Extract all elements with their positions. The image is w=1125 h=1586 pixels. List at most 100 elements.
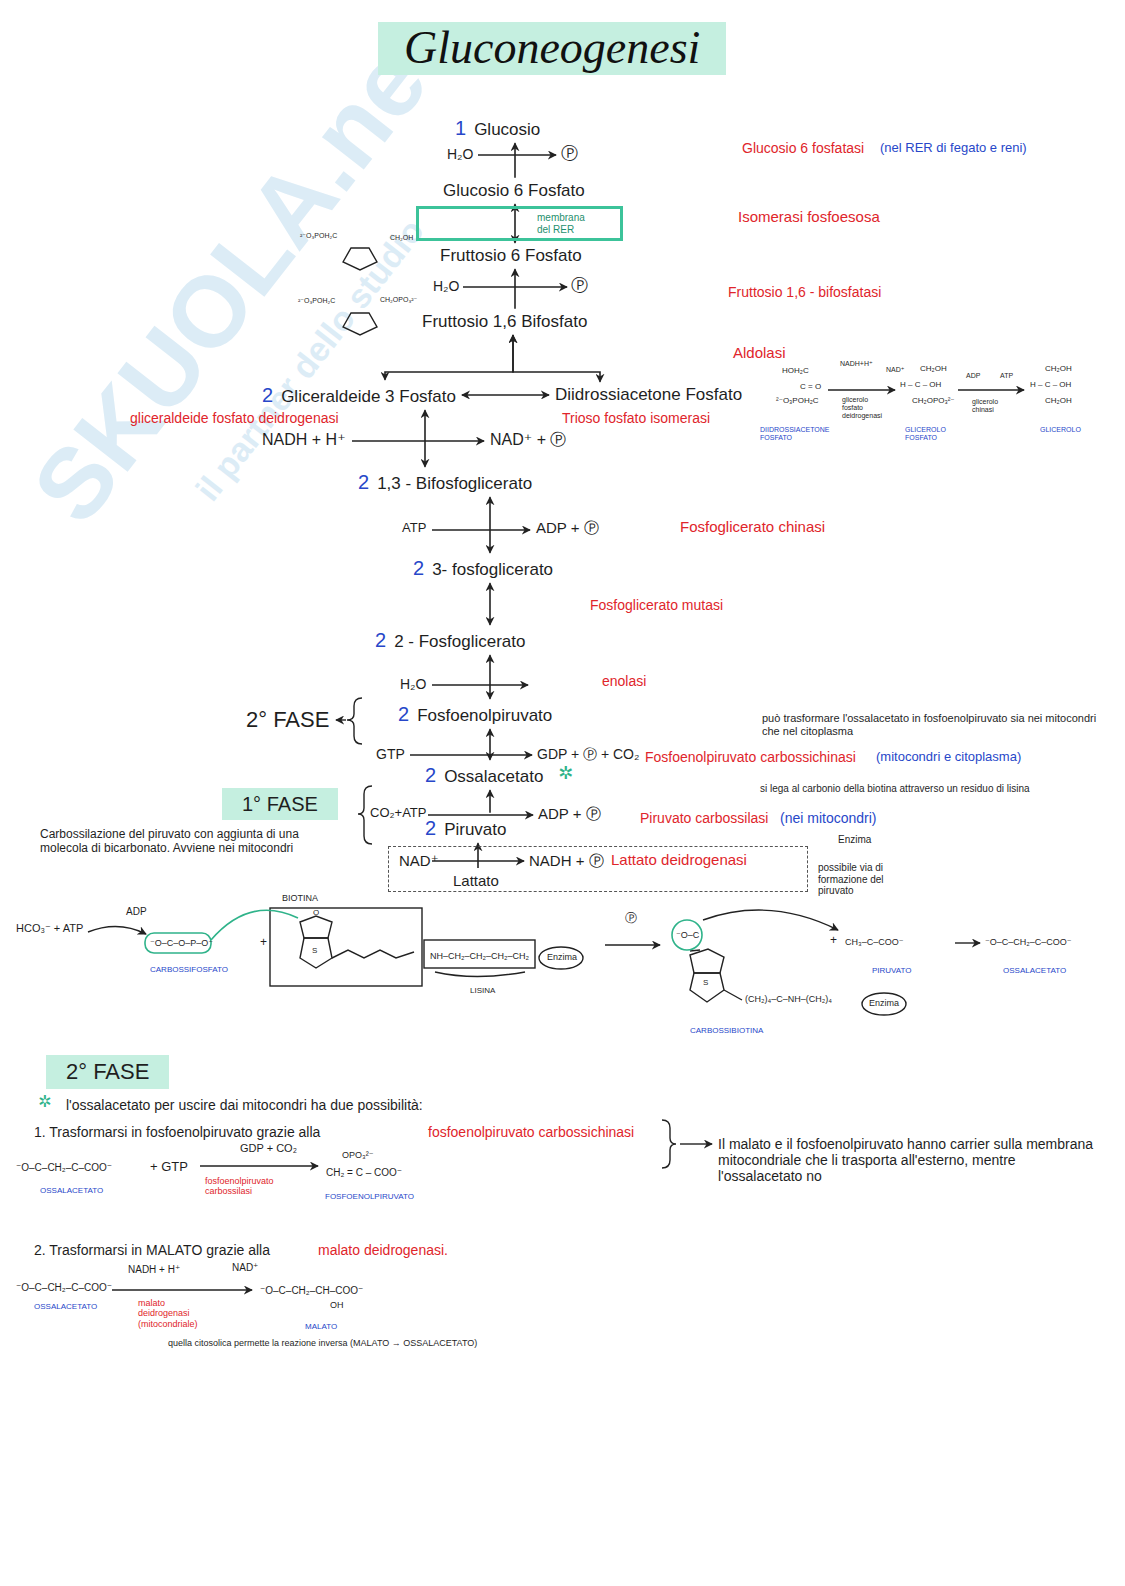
metabolite: 2Gliceraldeide 3 Fosfato (262, 383, 456, 407)
enzyme-name: malato deidrogenasi. (318, 1242, 448, 1258)
chemical-formula: ⁻O–C–CH₂–C–COO⁻ (985, 937, 1072, 947)
chemical-formula: ⁻O–C (676, 930, 699, 940)
chemical-formula: ⁻O–C–CH₂–C–COO⁻ (16, 1162, 112, 1174)
metabolite: 2Ossalacetato (425, 763, 543, 787)
step-count: 2 (413, 557, 424, 579)
chemical-formula: S (312, 946, 317, 955)
molecule-label: OSSALACETATO (40, 1186, 103, 1195)
chemical-formula: CH₂OH (1045, 396, 1072, 405)
step-count: 1 (455, 117, 466, 139)
reaction-arrow (352, 440, 484, 441)
chemical-formula: CH₃–C–COO⁻ (845, 937, 903, 947)
chemical-formula: CH₂ = C – COO⁻ (326, 1167, 402, 1179)
side-note: quella citosolica permette la reazione i… (168, 1338, 477, 1348)
asterisk-mark: ✲ (38, 1093, 51, 1111)
phase-label: 1° FASE (242, 793, 318, 815)
lysine-bracket (435, 972, 525, 977)
side-note: possibile via di formazione del piruvato (818, 862, 894, 897)
metabolite: 2Piruvato (425, 816, 507, 840)
molecule-label: DIIDROSSIACETONE FOSFATO (760, 426, 835, 442)
carboxyl-highlight (672, 920, 702, 950)
phosphate-symbol: Ⓟ (625, 912, 637, 926)
annotation: (nei mitocondri) (780, 810, 876, 826)
transfer-arrow (703, 910, 838, 930)
metabolite-name: 3- fosfoglicerato (432, 560, 553, 579)
reagent: ATP (1000, 372, 1013, 380)
enzyme-name: gliceraldeide fosfato deidrogenasi (130, 410, 339, 426)
bond-line (724, 990, 742, 1000)
side-note: Enzima (838, 834, 871, 846)
reagent: ADP + Ⓟ (538, 805, 601, 822)
reagent: ATP (402, 521, 426, 536)
biotin-chain (332, 950, 414, 958)
asterisk-mark: ✲ (558, 763, 573, 784)
molecule-label: LISINA (470, 986, 495, 995)
biotin-ring (300, 916, 332, 938)
phase-label: 2° FASE (246, 707, 329, 732)
metabolite-name: Lattato (453, 872, 499, 889)
page-title: Gluconeogenesi (378, 22, 726, 75)
enzyme-name: Isomerasi fosfoesosa (738, 208, 880, 225)
metabolite-name: Fruttosio 1,6 Bifosfato (422, 312, 587, 331)
side-note: si lega al carbonio della biotina attrav… (760, 783, 1105, 795)
reagent: H₂O (447, 146, 473, 162)
body-text: l'ossalacetato per uscire dai mitocondri… (66, 1097, 423, 1113)
enzyme-name: Piruvato carbossilasi (640, 810, 768, 826)
reaction-arrow (489, 729, 491, 760)
metabolite: Fruttosio 6 Fosfato (440, 246, 582, 266)
chemical-formula: CH₂OH (1045, 364, 1072, 373)
plus-sign: + (260, 936, 267, 950)
reaction-arrow (828, 389, 895, 390)
metabolite-name: Gliceraldeide 3 Fosfato (281, 387, 456, 406)
side-note: Carbossilazione del piruvato con aggiunt… (40, 828, 340, 856)
reagent: NAD⁺ (232, 1262, 258, 1274)
enzyme-ellipse (862, 993, 906, 1015)
reaction-arrow (112, 1289, 252, 1290)
reaction-arrow (489, 583, 491, 625)
chemical-formula: ⁻O–C–O–P–O⁻ (150, 938, 213, 948)
chemical-formula: ²⁻O₃POH₂C (300, 232, 337, 240)
reagent: H₂O (400, 676, 426, 692)
reagent: NAD⁺ + Ⓟ (490, 431, 566, 449)
chemical-formula: ⁻O–C–CH₂–CH–COO⁻ (260, 1285, 363, 1297)
enzyme-name: Aldolasi (733, 344, 786, 361)
molecule-label: PIRUVATO (872, 966, 912, 975)
reagent: + GTP (150, 1160, 188, 1175)
membrane-label: membrana del RER (537, 212, 595, 235)
step-count: 2 (358, 471, 369, 493)
enzyme-name: malato deidrogenasi (mitocondriale) (138, 1298, 218, 1329)
membrane-box: membrana del RER (416, 206, 623, 241)
enzyme-name: glicerolo fosfato deidrogenasi (842, 396, 886, 420)
reaction-arrow (489, 790, 491, 813)
metabolite: Glucosio 6 Fosfato (443, 181, 585, 201)
reaction-arrow (410, 754, 532, 755)
chemical-formula: OPO₃²⁻ (342, 1150, 373, 1160)
side-note: può trasformare l'ossalacetato in fosfoe… (762, 712, 1112, 737)
molecule-label: OSSALACETATO (1003, 966, 1066, 975)
metabolite: 2 3- fosfoglicerato (413, 556, 553, 580)
reaction-arrow (424, 410, 426, 467)
reagent: GTP (376, 746, 405, 762)
reagent: ADP (966, 372, 980, 380)
enzyme-name: fosfoenolpiruvato carbossilasi (205, 1176, 285, 1197)
enzyme-name: Fosfoglicerato chinasi (680, 518, 825, 535)
enzyme-name: fosfoenolpiruvato carbossichinasi (428, 1124, 634, 1140)
reaction-arrow (88, 926, 146, 934)
metabolite: Fruttosio 1,6 Bifosfato (422, 312, 587, 332)
reaction-arrow (958, 389, 1024, 390)
carboxyl-transfer (211, 910, 298, 940)
brace (347, 698, 362, 744)
enzyme-ellipse (539, 947, 583, 969)
enzyme-name: Lattato deidrogenasi (611, 851, 747, 869)
metabolite-name: 2 - Fosfoglicerato (394, 632, 525, 651)
metabolite-name: Fosfoenolpiruvato (417, 706, 552, 725)
alternative-route-box: NAD⁺NADH + ⓅLattato deidrogenasiLattato (388, 846, 808, 892)
enzyme-name: Fosfoenolpiruvato carbossichinasi (645, 749, 856, 765)
body-text: 1. Trasformarsi in fosfoenolpiruvato gra… (34, 1124, 320, 1140)
chemical-formula: ⁻O–C–CH₂–C–COO⁻ (16, 1282, 112, 1294)
biotin-ring (690, 949, 724, 973)
phosphate-symbol: Ⓟ (571, 276, 588, 296)
enzyme-name: Fosfoglicerato mutasi (590, 597, 723, 613)
reaction-arrow (385, 335, 513, 380)
reaction-arrow (489, 655, 491, 699)
